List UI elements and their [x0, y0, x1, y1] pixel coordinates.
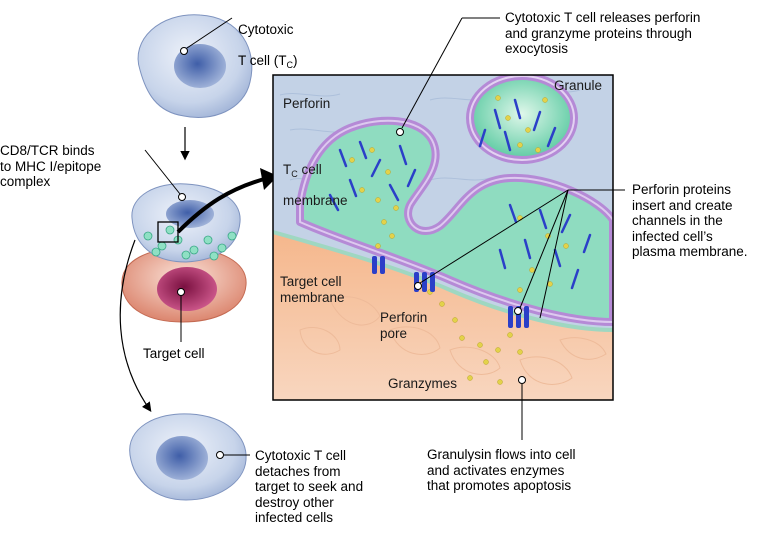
label-target-cell: Target cell — [143, 346, 205, 361]
label-cd8-binding: CD8/TCR binds to MHC I/epitope complex — [0, 143, 102, 189]
label-tcell: Cytotoxic T cell (TC) — [238, 21, 298, 70]
inset-view — [273, 75, 613, 400]
inset-label-granule: Granule — [554, 78, 603, 93]
target-nucleus — [157, 267, 217, 311]
tcell-detached — [129, 413, 247, 501]
label-detaches: Cytotoxic T cell detaches from target to… — [255, 448, 364, 525]
detach-arrow — [119, 239, 152, 412]
inset-label-perforin-pore: Perforin pore — [380, 310, 428, 341]
tcell-nucleus — [174, 44, 226, 88]
zoom-arrow — [176, 176, 269, 234]
tcell-top — [137, 14, 253, 118]
inset-frame — [272, 74, 614, 401]
inset-label-perforin: Perforin — [283, 96, 331, 111]
label-granulysin: Granulysin flows into cell and activates… — [427, 447, 576, 493]
label-releases: Cytotoxic T cell releases perforin and g… — [505, 10, 701, 56]
inset-label-tc-membrane: TC cell membrane — [283, 161, 348, 208]
perforin-molecules — [328, 98, 592, 290]
label-perforin-insert: Perforin proteins insert and create chan… — [632, 182, 748, 259]
inset-label-granzymes: Granzymes — [388, 376, 458, 391]
inset-label-target-membrane: Target cell membrane — [280, 274, 345, 305]
tissue-cells — [299, 296, 607, 385]
granules-small — [143, 225, 237, 261]
